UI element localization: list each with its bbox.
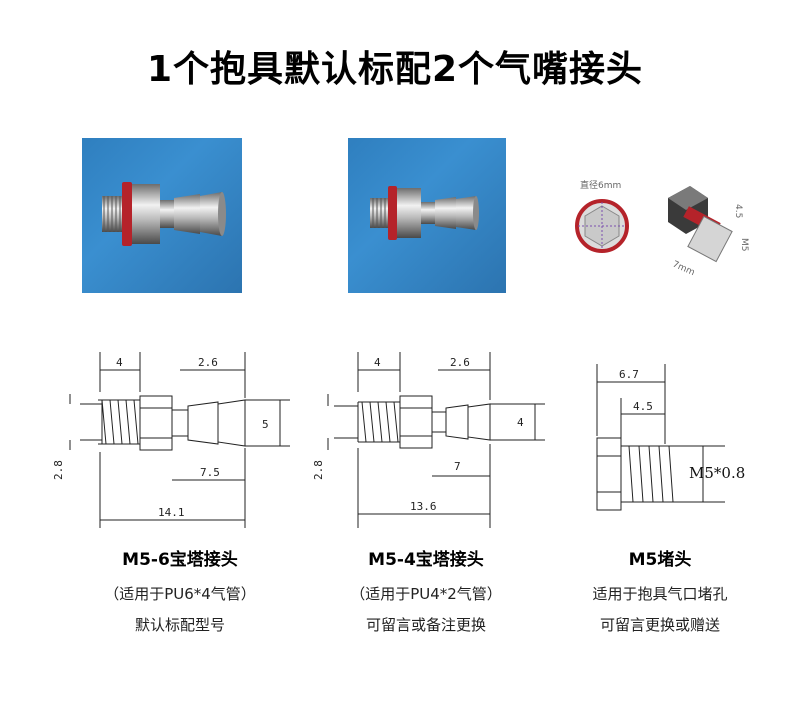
dim-total: 13.6 (410, 500, 437, 513)
dim-spec: M5*0.8 (689, 464, 745, 482)
product-note-m5-6-2: 默认标配型号 (134, 616, 225, 634)
photo-m5-plug: 直径6mm 4.5 M5 7mm (570, 168, 760, 278)
dim-pitch: 2.8 (312, 460, 325, 480)
drawing-m5-6: 4 2.6 5 7.5 14.1 2.8 (52, 352, 290, 528)
dim-total: 14.1 (158, 506, 185, 519)
product-name-m5-4: M5-4宝塔接头 (368, 550, 484, 570)
product-note-m5-6-1: （适用于PU6*4气管） (104, 585, 256, 603)
page-title: 1个抱具默认标配2个气嘴接头 (146, 49, 644, 90)
dim-thread: 4.5 (633, 400, 653, 413)
dim-thread: 4 (374, 356, 381, 369)
product-note-m5-4-1: （适用于PU4*2气管） (350, 585, 502, 603)
product-note-m5-plug-1: 适用于抱具气口堵孔 (592, 585, 728, 603)
dim-thread: 4 (116, 356, 123, 369)
caption-4-5: 4.5 (733, 204, 743, 218)
drawing-m5-plug: 6.7 4.5 M5*0.8 (596, 364, 745, 511)
caption-m5: M5 (739, 238, 749, 252)
dim-od: 4 (517, 416, 524, 429)
dim-barb: 2.6 (450, 356, 470, 369)
fitting-photo-graphic (370, 186, 479, 240)
plug-photo-graphic: 直径6mm 4.5 M5 7mm (575, 179, 749, 278)
caption-diameter: 直径6mm (580, 179, 621, 191)
caption-length: 7mm (671, 260, 696, 278)
dim-barb: 2.6 (198, 356, 218, 369)
product-name-m5-6: M5-6宝塔接头 (122, 550, 238, 570)
dim-pitch: 2.8 (52, 460, 65, 480)
product-note-m5-4-2: 可留言或备注更换 (365, 616, 486, 634)
dim-total: 6.7 (619, 368, 639, 381)
photo-m5-6-fitting (82, 138, 242, 293)
product-name-m5-plug: M5堵头 (628, 550, 692, 570)
dim-barb-length: 7.5 (200, 466, 220, 479)
fitting-photo-graphic (102, 182, 226, 246)
dim-barb-length: 7 (454, 460, 461, 473)
drawing-m5-4: 4 2.6 4 7 13.6 2.8 (312, 352, 545, 528)
photo-m5-4-fitting (348, 138, 506, 293)
dim-od: 5 (262, 418, 269, 431)
product-note-m5-plug-2: 可留言更换或赠送 (599, 616, 720, 634)
